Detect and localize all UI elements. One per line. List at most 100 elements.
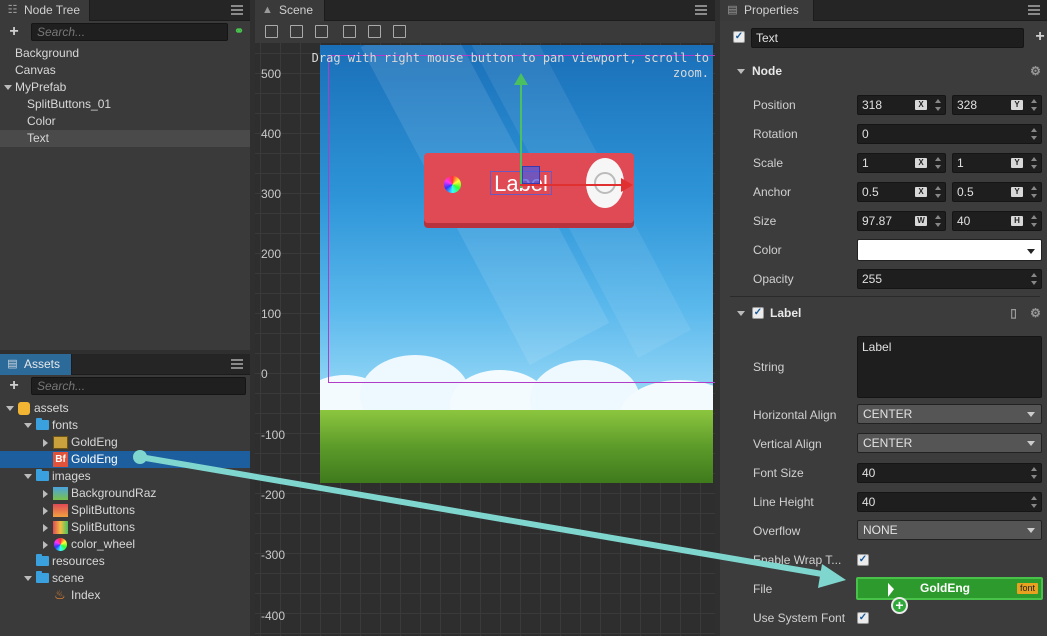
overflow-select[interactable]: NONE bbox=[857, 520, 1042, 540]
align-vcenter-icon[interactable] bbox=[290, 25, 303, 38]
stepper-icon[interactable] bbox=[1029, 98, 1039, 112]
collapse-arrow-icon[interactable] bbox=[43, 507, 48, 515]
divider bbox=[730, 296, 1040, 297]
tree-item-splitbuttons[interactable]: SplitButtons_01 bbox=[0, 96, 250, 113]
asset-item-assets[interactable]: assets bbox=[0, 400, 250, 417]
tree-item-color[interactable]: Color bbox=[0, 113, 250, 130]
h-align-select[interactable]: CENTER bbox=[857, 404, 1042, 424]
asset-item-color-wheel[interactable]: color_wheel bbox=[0, 536, 250, 553]
gear-icon[interactable]: ⚙ bbox=[1030, 306, 1041, 320]
font-size-field[interactable]: 40 bbox=[857, 463, 1042, 483]
panel-menu-icon[interactable] bbox=[231, 5, 243, 15]
asset-item-splitbuttons-1[interactable]: SplitButtons bbox=[0, 502, 250, 519]
panel-menu-icon[interactable] bbox=[231, 359, 243, 369]
stepper-icon[interactable] bbox=[1029, 127, 1039, 141]
opacity-field[interactable]: 255 bbox=[857, 269, 1042, 289]
asset-item-splitbuttons-2[interactable]: SplitButtons bbox=[0, 519, 250, 536]
label-section-header[interactable]: ✓ Label ▯ ⚙ bbox=[720, 302, 1047, 324]
collapse-arrow-icon[interactable] bbox=[737, 311, 745, 316]
string-textarea[interactable]: Label bbox=[857, 336, 1042, 398]
gizmo-x-axis[interactable] bbox=[520, 184, 625, 186]
asset-item-resources[interactable]: resources bbox=[0, 553, 250, 570]
tab-scene[interactable]: ▲ Scene bbox=[255, 0, 325, 21]
expand-arrow-icon[interactable] bbox=[24, 576, 32, 581]
tab-properties[interactable]: ▤ Properties bbox=[720, 0, 814, 21]
asset-item-scene[interactable]: scene bbox=[0, 570, 250, 587]
align-hcenter-icon[interactable] bbox=[368, 25, 381, 38]
wrap-checkbox[interactable]: ✓ bbox=[857, 554, 869, 566]
panel-menu-icon[interactable] bbox=[1028, 5, 1040, 15]
add-asset-icon[interactable]: + bbox=[9, 377, 19, 394]
panel-menu-icon[interactable] bbox=[695, 5, 707, 15]
align-right-icon[interactable] bbox=[393, 25, 406, 38]
stepper-icon[interactable] bbox=[1029, 466, 1039, 480]
gizmo-x-arrow-icon[interactable] bbox=[621, 178, 633, 192]
node-search-input[interactable]: Search... bbox=[31, 23, 228, 41]
node-name-field[interactable]: Text bbox=[751, 28, 1024, 48]
stepper-icon[interactable] bbox=[933, 214, 943, 228]
gizmo-y-axis[interactable] bbox=[520, 83, 522, 188]
background-sprite[interactable] bbox=[320, 45, 713, 483]
asset-item-index[interactable]: ♨ Index bbox=[0, 587, 250, 604]
stepper-icon[interactable] bbox=[933, 98, 943, 112]
collapse-arrow-icon[interactable] bbox=[43, 439, 48, 447]
tree-item-text[interactable]: Text bbox=[0, 130, 250, 147]
tree-item-background[interactable]: Background bbox=[0, 45, 250, 62]
globe-button-icon[interactable] bbox=[586, 158, 624, 208]
system-font-checkbox[interactable]: ✓ bbox=[857, 612, 869, 624]
asset-item-fonts[interactable]: fonts bbox=[0, 417, 250, 434]
tree-item-canvas[interactable]: Canvas bbox=[0, 62, 250, 79]
expand-arrow-icon[interactable] bbox=[24, 423, 32, 428]
asset-item-goldeng-font[interactable]: Bf GoldEng bbox=[0, 451, 250, 468]
align-bottom-icon[interactable] bbox=[315, 25, 328, 38]
split-button-sprite[interactable]: Label bbox=[424, 153, 634, 223]
add-node-icon[interactable]: + bbox=[9, 23, 19, 40]
align-top-icon[interactable] bbox=[265, 25, 278, 38]
stepper-icon[interactable] bbox=[1029, 272, 1039, 286]
gizmo-y-arrow-icon[interactable] bbox=[514, 73, 528, 85]
rotation-field[interactable]: 0 bbox=[857, 124, 1042, 144]
v-align-select[interactable]: CENTER bbox=[857, 433, 1042, 453]
collapse-arrow-icon[interactable] bbox=[43, 490, 48, 498]
asset-search-input[interactable]: Search... bbox=[31, 377, 246, 395]
book-icon[interactable]: ▯ bbox=[1010, 306, 1017, 320]
align-left-icon[interactable] bbox=[343, 25, 356, 38]
gizmo-center-handle[interactable] bbox=[522, 166, 540, 184]
collapse-arrow-icon[interactable] bbox=[43, 541, 48, 549]
add-component-icon[interactable]: + bbox=[1035, 28, 1045, 45]
stepper-icon[interactable] bbox=[1029, 185, 1039, 199]
color-swatch[interactable] bbox=[857, 239, 1042, 261]
label-enabled-checkbox[interactable]: ✓ bbox=[752, 307, 764, 319]
stepper-icon[interactable] bbox=[1029, 214, 1039, 228]
collapse-arrow-icon[interactable] bbox=[737, 69, 745, 74]
expand-arrow-icon[interactable] bbox=[6, 406, 14, 411]
line-height-field[interactable]: 40 bbox=[857, 492, 1042, 512]
stepper-icon[interactable] bbox=[1029, 495, 1039, 509]
tab-node-tree[interactable]: ☷ Node Tree bbox=[0, 0, 90, 21]
tab-assets[interactable]: ▤ Assets bbox=[0, 354, 72, 375]
node-active-checkbox[interactable]: ✓ bbox=[733, 31, 745, 43]
asset-item-images[interactable]: images bbox=[0, 468, 250, 485]
collapse-arrow-icon[interactable] bbox=[43, 524, 48, 532]
stepper-icon[interactable] bbox=[933, 185, 943, 199]
expand-arrow-icon[interactable] bbox=[4, 85, 12, 90]
tree-item-myprefab[interactable]: MyPrefab bbox=[0, 79, 250, 96]
link-icon[interactable]: ⚭ bbox=[234, 24, 245, 38]
stepper-icon[interactable] bbox=[933, 156, 943, 170]
node-section-header[interactable]: Node ⚙ bbox=[720, 60, 1047, 82]
file-drop-field[interactable]: GoldEng font bbox=[856, 577, 1043, 600]
expand-arrow-icon[interactable] bbox=[24, 474, 32, 479]
asset-item-goldeng-folder[interactable]: GoldEng bbox=[0, 434, 250, 451]
gear-icon[interactable]: ⚙ bbox=[1030, 64, 1041, 78]
stepper-icon[interactable] bbox=[1029, 156, 1039, 170]
asset-item-backgroundraz[interactable]: BackgroundRaz bbox=[0, 485, 250, 502]
scene-viewport[interactable]: 500 400 300 200 100 0 -100 -200 -300 -40… bbox=[255, 43, 715, 636]
